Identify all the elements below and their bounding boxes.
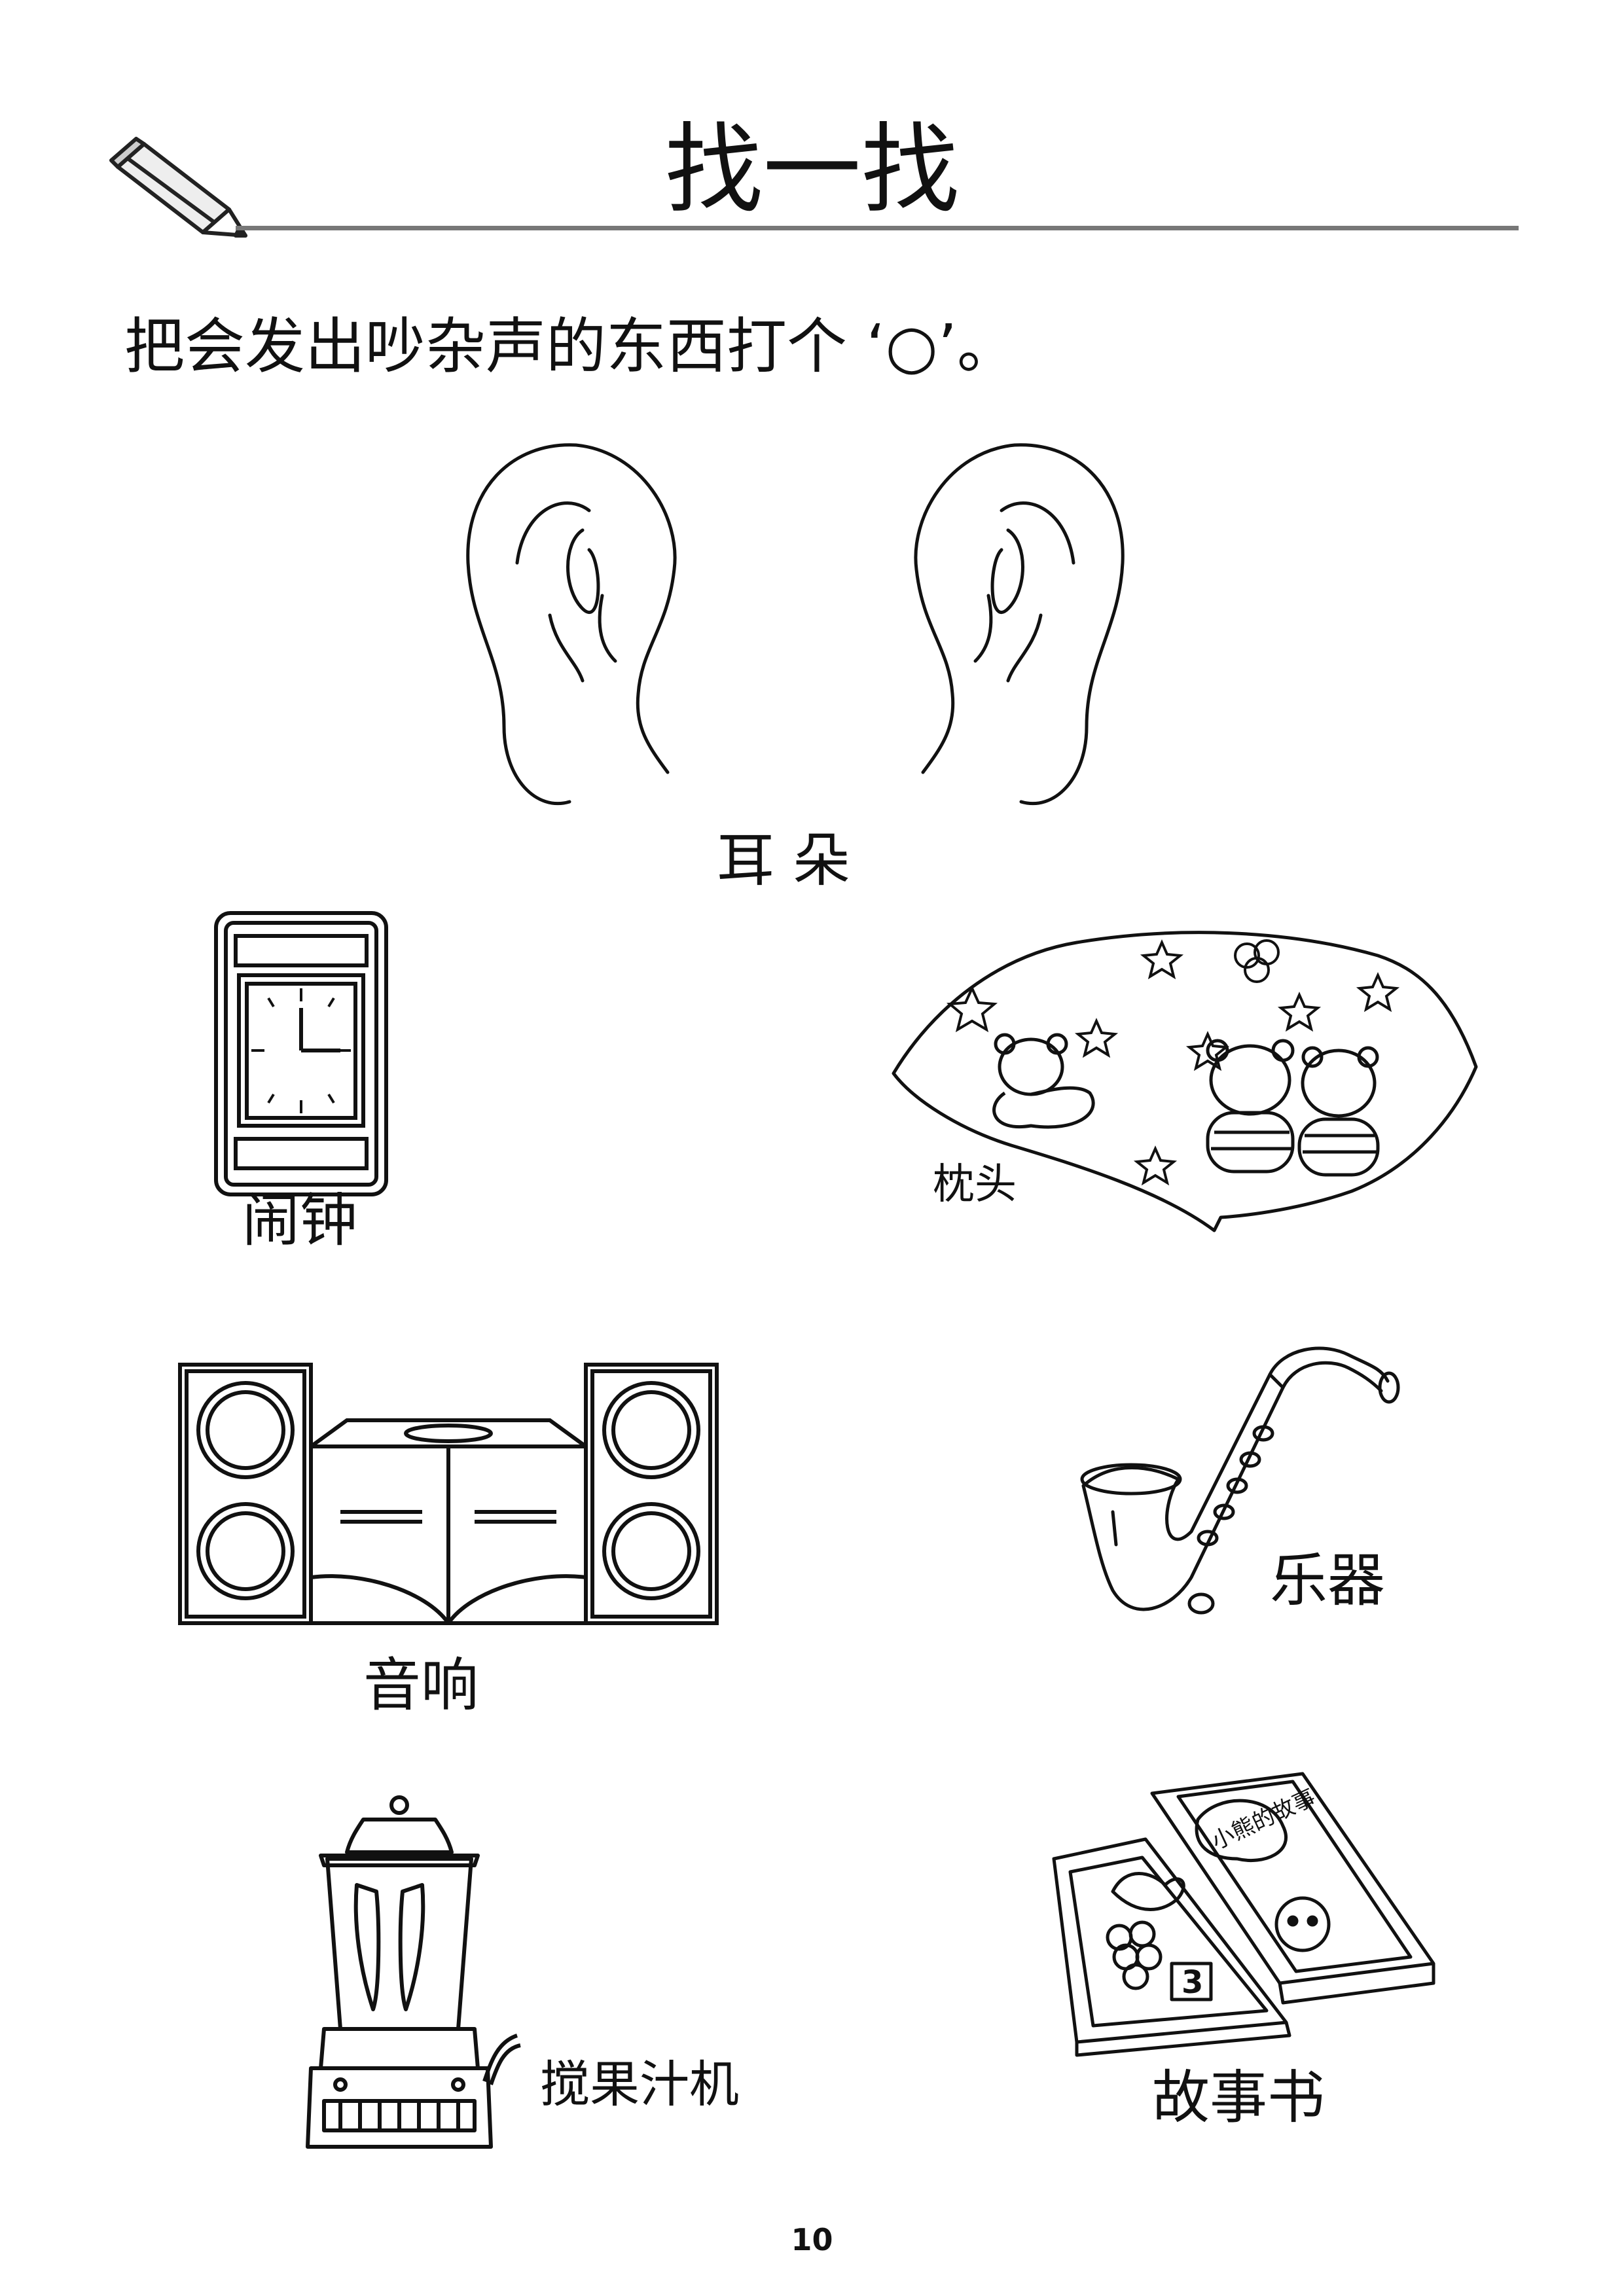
instruction-text: 把会发出吵杂声的东西打个 ‘○’。 <box>124 312 1018 382</box>
book-cover-text: 小熊的故事 <box>1208 1784 1320 1855</box>
title-rule <box>236 226 1519 230</box>
pencil-icon <box>109 137 247 238</box>
blender-illustration <box>306 1795 521 2149</box>
label-alarm-clock: 闹钟 <box>242 1187 358 1254</box>
label-stereo: 音响 <box>363 1651 479 1719</box>
label-instrument: 乐器 <box>1270 1547 1386 1614</box>
label-storybook: 故事书 <box>1152 2064 1326 2131</box>
label-pillow: 枕头 <box>933 1160 1017 1209</box>
pillow-illustration <box>892 931 1478 1232</box>
book-number: 3 <box>1182 1964 1203 2001</box>
page-number: 10 <box>791 2222 833 2257</box>
storybook-illustration: 小熊的故事 3 <box>1052 1772 1435 2057</box>
label-ears: 耳 朵 <box>717 827 850 894</box>
stereo-illustration <box>178 1363 719 1625</box>
ears-illustration <box>466 443 1125 806</box>
label-blender: 搅果汁机 <box>540 2055 739 2113</box>
page-title: 找一找 <box>664 113 960 227</box>
saxophone-illustration <box>1080 1346 1400 1615</box>
alarm-clock-illustration <box>214 911 388 1196</box>
